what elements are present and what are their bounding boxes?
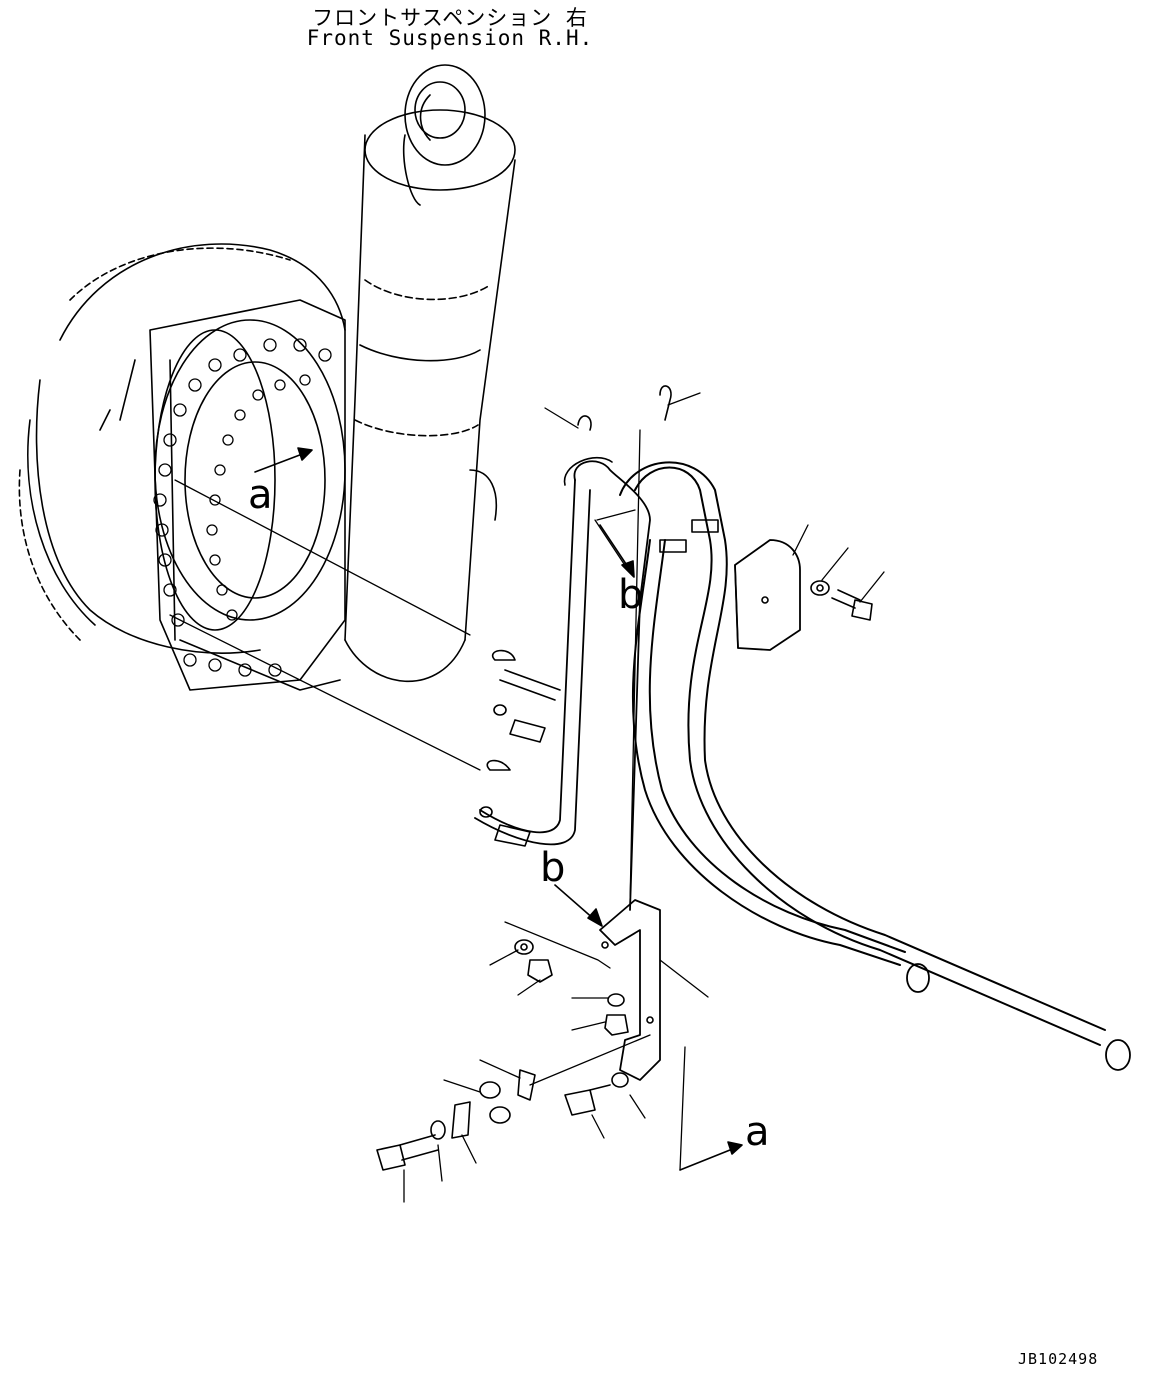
diagram-title-english: Front Suspension R.H. [306,26,594,50]
diagram-title-japanese: フロントサスペンション 右 [312,6,588,30]
view-arrow-a-top [254,447,313,473]
view-arrow-b-top [599,524,635,578]
view-label-b-top: b [618,572,644,618]
hub-bolt-circle [153,338,332,677]
view-arrow-a-bottom [679,1141,743,1171]
steel-tube [474,456,651,911]
brake-hose-assembly [619,461,1131,1071]
callout-leader-lines [169,392,885,1203]
view-label-a-bottom: a [745,1109,770,1155]
suspension-cylinder [344,64,516,683]
hose-guard-plate [734,539,801,651]
view-label-a-top: a [248,472,273,518]
drawing-number: JB102498 [1018,1350,1099,1368]
wheel-hub-assembly [18,243,346,691]
view-label-b-bottom: b [540,845,566,891]
loose-hardware [376,385,672,1171]
support-bracket [599,899,661,1081]
guard-fasteners [810,580,873,621]
view-arrow-b-bottom [554,884,603,927]
